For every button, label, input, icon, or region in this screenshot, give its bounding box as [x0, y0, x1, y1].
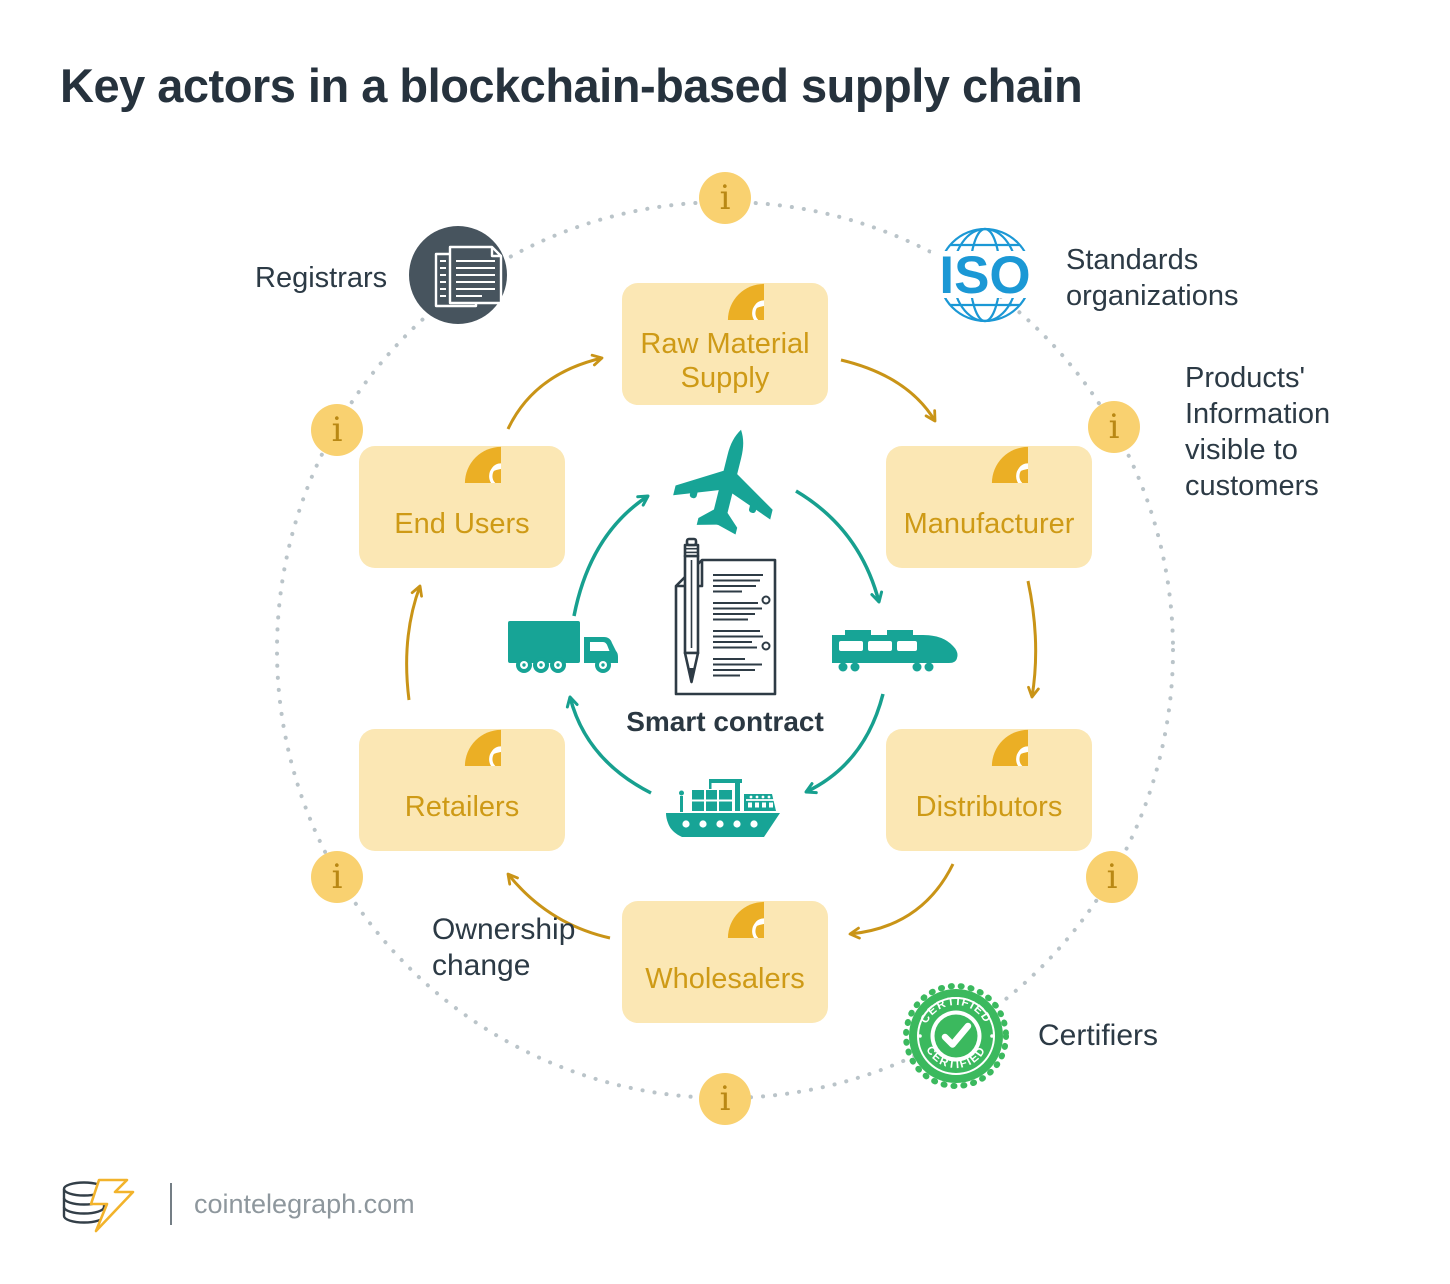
actor-label: End Users — [394, 508, 530, 540]
arrow-manufacturer-to-distributors — [1026, 580, 1040, 699]
callout-registrars: Registrars — [255, 262, 388, 294]
page-title: Key actors in a blockchain-based supply … — [60, 59, 1083, 112]
registrars-icon — [409, 226, 507, 324]
person-icon — [686, 860, 764, 938]
cointelegraph-logo — [62, 1178, 135, 1233]
person-icon — [950, 405, 1028, 483]
arrow-plane-to-train — [795, 489, 884, 604]
info-icon: i — [311, 851, 363, 903]
actor-box-wholesalers: Wholesalers — [622, 901, 828, 1023]
actor-label: Wholesalers — [645, 963, 805, 995]
person-icon — [423, 688, 501, 766]
actor-box-retailers: Retailers — [359, 729, 565, 851]
certified-seal-icon: CERTIFIED CERTIFIED — [903, 983, 1009, 1089]
callout-products-information: Products' Information visible to custome… — [1185, 362, 1331, 502]
arrow-train-to-ship — [804, 693, 885, 795]
outer-flow-arrows — [405, 353, 1040, 940]
smart-contract-icon — [674, 537, 777, 696]
callout-standards-organizations: Standards organizations — [1066, 244, 1239, 312]
ship-icon — [666, 779, 780, 837]
inner-flow-arrows — [565, 489, 885, 795]
footer-site-text: cointelegraph.com — [194, 1188, 415, 1219]
info-icon: i — [699, 172, 751, 224]
iso-logo: ISO — [931, 227, 1039, 323]
actor-label: Manufacturer — [903, 508, 1075, 540]
actor-box-manufacturer: Manufacturer — [886, 446, 1092, 568]
arrow-distributors-to-wholesalers — [848, 863, 955, 940]
actor-label: Distributors — [915, 791, 1063, 823]
arrow-ship-to-truck — [565, 695, 652, 795]
actor-box-end-users: End Users — [359, 446, 565, 568]
person-icon — [686, 242, 764, 320]
actor-box-distributors: Distributors — [886, 729, 1092, 851]
svg-text:ISO: ISO — [939, 246, 1030, 305]
footer-logo-spacer — [58, 1176, 146, 1232]
arrow-truck-to-plane — [572, 494, 650, 617]
arrow-wholesalers-to-retailers — [506, 872, 611, 940]
actor-box-raw-material-supply: Raw Material Supply — [622, 283, 828, 405]
arrow-endusers-to-rawmaterial — [506, 353, 604, 430]
train-icon — [832, 630, 958, 672]
truck-icon — [508, 621, 618, 673]
info-icon: i — [699, 1073, 751, 1125]
person-icon — [423, 405, 501, 483]
info-icon: i — [311, 404, 363, 456]
person-icon — [950, 688, 1028, 766]
footer: cointelegraph.com — [58, 1176, 415, 1232]
arrow-retailers-to-endusers — [405, 584, 423, 701]
plane-icon — [673, 429, 773, 535]
info-icon: i — [1088, 401, 1140, 453]
actor-label: Raw Material Supply — [640, 328, 810, 394]
callout-certifiers: Certifiers — [1038, 1019, 1159, 1052]
arrow-rawmaterial-to-manufacturer — [840, 358, 937, 423]
smart-contract-label: Smart contract — [626, 706, 824, 737]
footer-divider — [170, 1183, 172, 1225]
actor-label: Retailers — [404, 791, 520, 823]
callout-ownership-change: Ownership change — [432, 913, 576, 982]
info-icon: i — [1086, 851, 1138, 903]
